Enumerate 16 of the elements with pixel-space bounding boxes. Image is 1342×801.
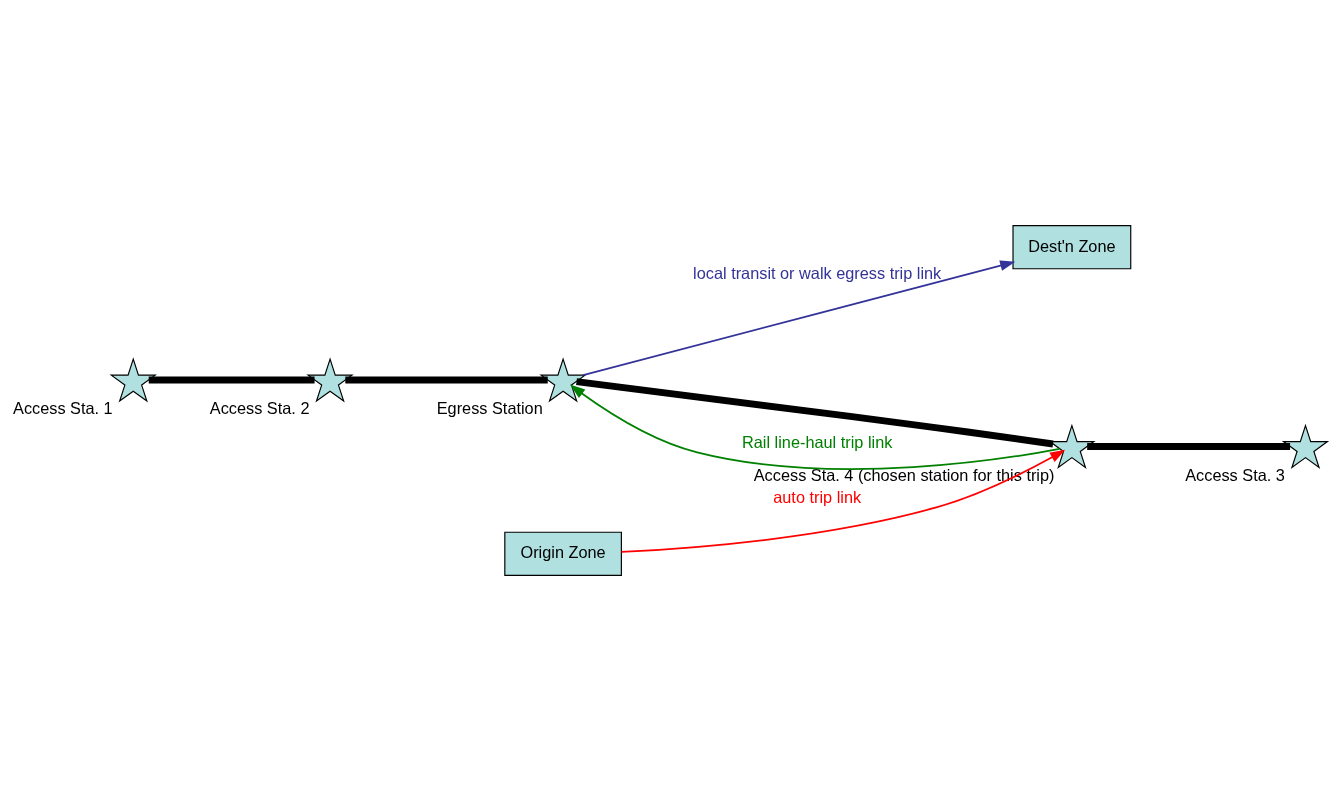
arrow (620, 449, 1066, 553)
node-label: Egress Station (436, 399, 543, 418)
edge-label: auto trip link (773, 487, 862, 506)
node-label: Access Sta. 1 (13, 399, 113, 418)
connector (148, 376, 315, 384)
edge-label: Rail line-haul trip link (742, 432, 893, 451)
arrow (569, 384, 1061, 470)
arrow (582, 260, 1016, 376)
edge-label: local transit or walk egress trip link (693, 263, 942, 282)
node-label: Access Sta. 3 (1185, 465, 1285, 484)
connector (1087, 443, 1291, 451)
connector (576, 378, 1054, 448)
connector (345, 376, 548, 384)
node-label: Access Sta. 2 (209, 399, 310, 418)
node-box: Origin Zone (504, 531, 622, 576)
node-box: Dest'n Zone (1012, 225, 1132, 270)
